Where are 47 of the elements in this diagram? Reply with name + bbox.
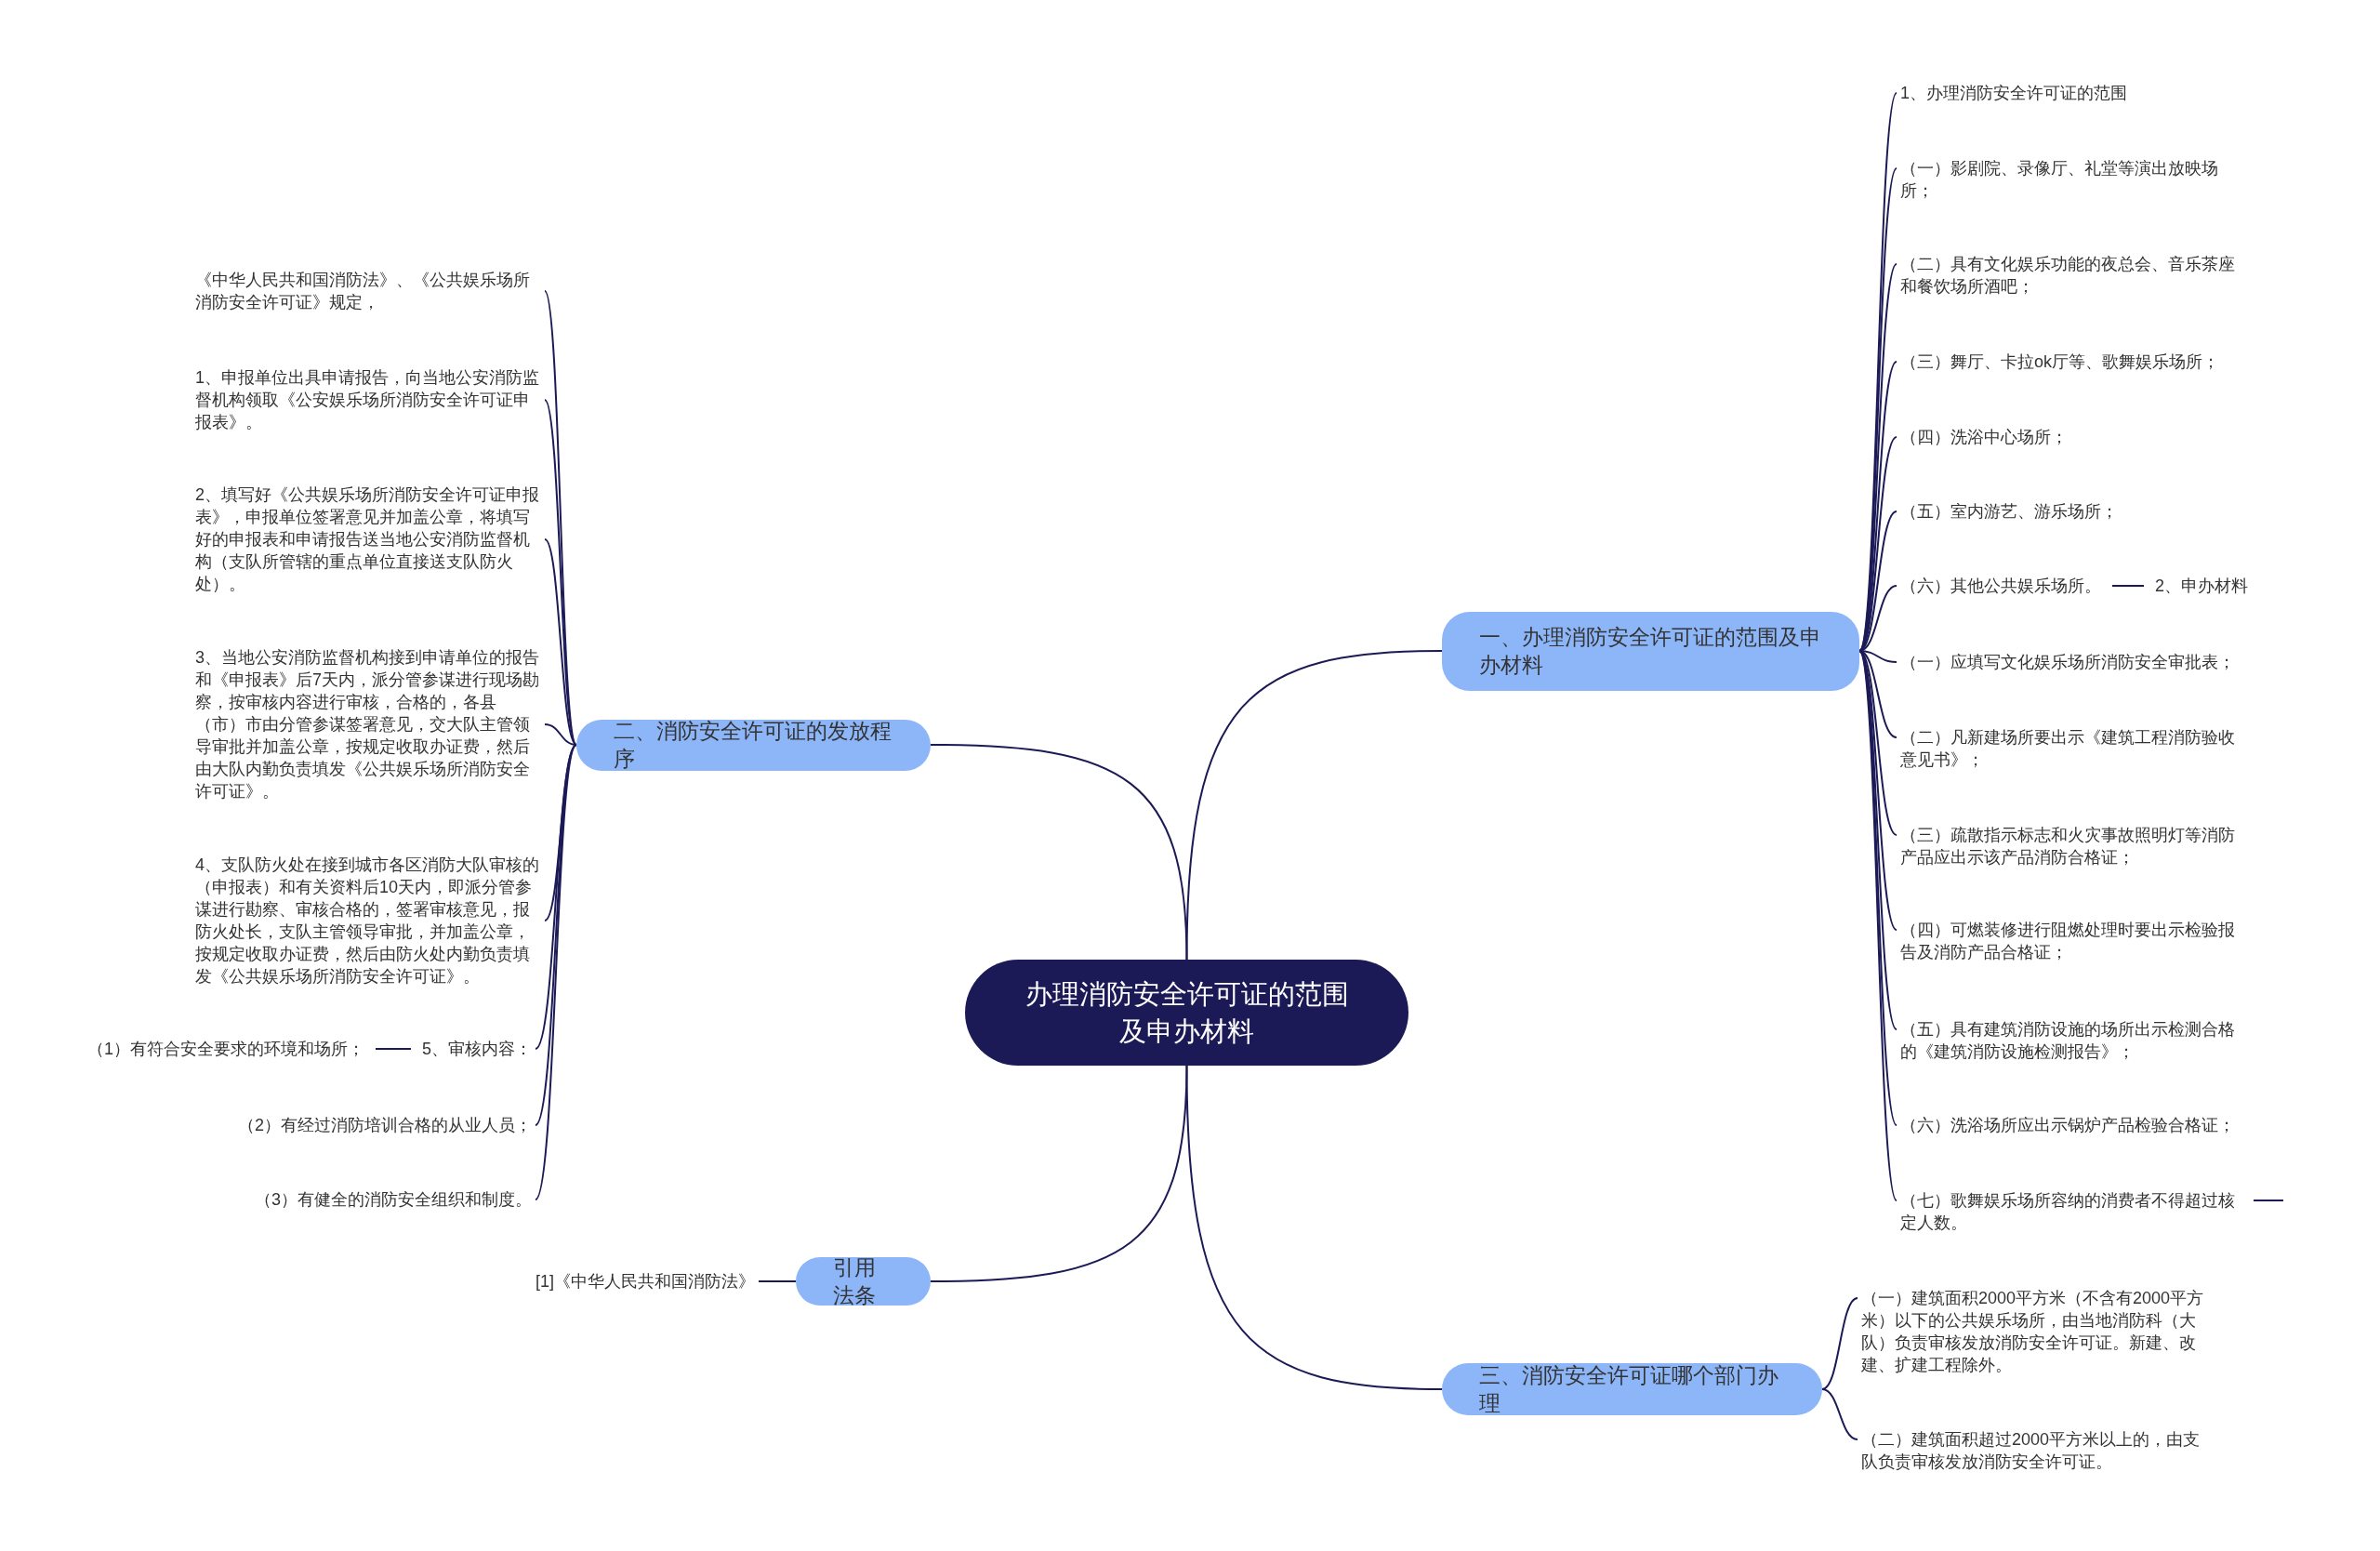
topic-text: （一）建筑面积2000平方米（不含有2000平方米）以下的公共娱乐场所，由当地消防科（大队）负责审核发放消防安全许可证。新建、改建、扩建工程除外。 — [1861, 1287, 2207, 1376]
topic-text: 3、当地公安消防监督机构接到申请单位的报告和《申报表》后7天内，派分管参谋进行现场勘察，按审核内容进行审核，合格的，各县（市）市由分管参谋签署意见，交大队主管领导审批并加盖公章，按规定收取办证费，然后由大队内勤负责填发《公共娱乐场所消防安全许可证》。 — [195, 646, 541, 802]
connector-line — [2253, 1200, 2284, 1201]
topic-text: （二）具有文化娱乐功能的夜总会、音乐茶座和餐饮场所酒吧； — [1900, 253, 2246, 298]
topic-pill: 二、消防安全许可证的发放程序 — [576, 719, 931, 771]
topic-text: （1）有符合安全要求的环境和场所； — [87, 1038, 364, 1060]
topic-text: 2、申办材料 — [2155, 575, 2248, 597]
topic-text: （3）有健全的消防安全组织和制度。 — [255, 1188, 532, 1211]
connector-line — [1821, 1388, 1858, 1440]
topic-pill: 引用法条 — [796, 1257, 931, 1306]
connector-line — [544, 723, 577, 746]
topic-text: （五）室内游艺、游乐场所； — [1900, 500, 2118, 523]
topic-text: （六）洗浴场所应出示锅炉产品检验合格证； — [1900, 1114, 2235, 1136]
topic-pill: 一、办理消防安全许可证的范围及申办材料 — [1442, 611, 1859, 691]
topic-pill: 三、消防安全许可证哪个部门办理 — [1442, 1363, 1822, 1415]
topic-text: 4、支队防火处在接到城市各区消防大队审核的（申报表）和有关资料后10天内，即派分管参谋进行勘察、审核合格的，签署审核意见，报防火处长，支队主管领导审批，并加盖公章，按规定收取办证费，然后由防火处内勤负责填发《公共娱乐场所消防安全许可证》。 — [195, 854, 541, 988]
connector-line — [2111, 585, 2145, 587]
topic-text: （六）其他公共娱乐场所。 — [1900, 575, 2101, 597]
topic-text: （三）疏散指示标志和火灾事故照明灯等消防产品应出示该产品消防合格证； — [1900, 824, 2246, 868]
topic-text: （五）具有建筑消防设施的场所出示检测合格的《建筑消防设施检测报告》； — [1900, 1018, 2246, 1063]
connector-line — [535, 744, 577, 1050]
connector-line — [1821, 1297, 1858, 1390]
topic-text: （2）有经过消防培训合格的从业人员； — [238, 1114, 532, 1136]
topic-text: 1、申报单位出具申请报告，向当地公安消防监督机构领取《公安娱乐场所消防安全许可证申报表》。 — [195, 366, 541, 433]
topic-text: （四）洗浴中心场所； — [1900, 426, 2068, 448]
central-topic: 办理消防安全许可证的范围及申办材料 — [965, 960, 1408, 1066]
topic-text: 2、填写好《公共娱乐场所消防安全许可证申报表》，申报单位签署意见并加盖公章，将填写好的申报表和申请报告送当地公安消防监督机构（支队所管辖的重点单位直接送支队防火处）。 — [195, 484, 541, 595]
topic-text: （二）凡新建场所要出示《建筑工程消防验收意见书》； — [1900, 726, 2246, 771]
topic-text: （七）歌舞娱乐场所容纳的消费者不得超过核定人数。 — [1900, 1189, 2246, 1234]
topic-text: （四）可燃装修进行阻燃处理时要出示检验报告及消防产品合格证； — [1900, 919, 2246, 963]
topic-text: 1、办理消防安全许可证的范围 — [1900, 82, 2127, 104]
connector-line — [930, 1065, 1188, 1282]
connector-line — [544, 538, 577, 746]
connector-line — [1185, 1065, 1443, 1390]
topic-text: 5、审核内容： — [422, 1038, 532, 1060]
topic-text: （三）舞厅、卡拉ok厅等、歌舞娱乐场所； — [1900, 351, 2219, 373]
connector-line — [758, 1280, 797, 1282]
connector-line — [930, 744, 1188, 961]
topic-text: （一）应填写文化娱乐场所消防安全审批表； — [1900, 651, 2235, 673]
connector-line — [544, 399, 577, 746]
topic-text: [1]《中华人民共和国消防法》 — [536, 1270, 755, 1292]
topic-text: 《中华人民共和国消防法》、《公共娱乐场所消防安全许可证》规定， — [195, 269, 541, 313]
connector-line — [544, 744, 577, 921]
connector-line — [535, 744, 577, 1200]
topic-text: （二）建筑面积超过2000平方米以上的，由支队负责审核发放消防安全许可证。 — [1861, 1428, 2207, 1473]
connector-line — [375, 1048, 412, 1050]
topic-text: （一）影剧院、录像厅、礼堂等演出放映场所； — [1900, 157, 2246, 202]
